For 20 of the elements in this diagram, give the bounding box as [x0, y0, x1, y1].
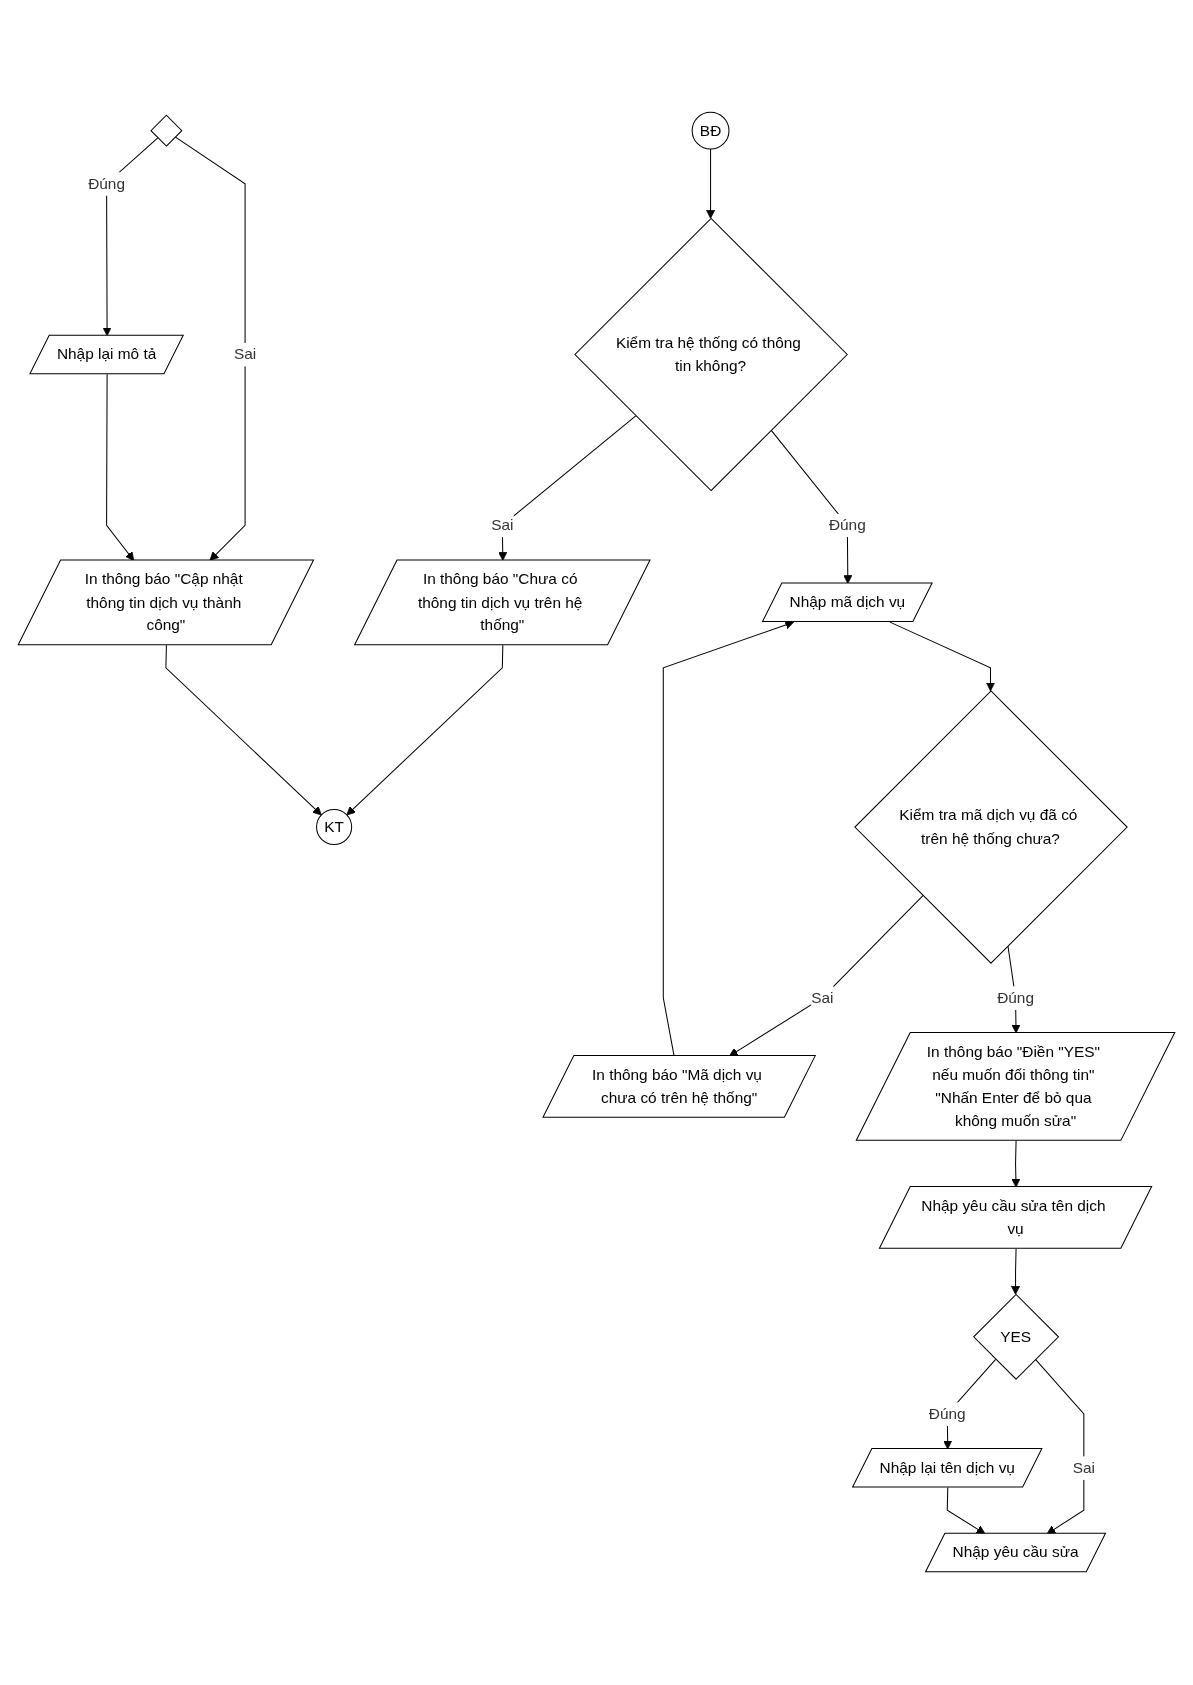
- node-diamond: YES: [972, 1294, 1060, 1381]
- node-diamond: Kiểm tra hệ thống có thông tin không?: [574, 218, 848, 492]
- arrow: [1011, 1140, 1021, 1188]
- node-circle: BĐ: [691, 112, 730, 151]
- edge-label: Đúng: [928, 1404, 966, 1423]
- edge-label: Sai: [233, 345, 257, 363]
- edge-label: Đúng: [828, 516, 866, 534]
- edge-label: Đúng: [997, 988, 1034, 1007]
- arrow: [346, 645, 504, 816]
- edge-label: Đúng: [88, 174, 126, 193]
- node-circle: KT: [316, 809, 353, 846]
- arrow: [706, 149, 716, 220]
- node-diamond: Kiểm tra mã dịch vụ đã có trên hệ thống chưa?: [854, 690, 1128, 965]
- edge-label: Sai: [811, 988, 834, 1007]
- edge-label: Sai: [1072, 1458, 1095, 1477]
- node-diamond: [150, 114, 183, 148]
- arrow: [1011, 1248, 1021, 1296]
- edge-label: Sai: [491, 516, 514, 534]
- arrow: [729, 895, 924, 1057]
- arrow: [165, 645, 322, 816]
